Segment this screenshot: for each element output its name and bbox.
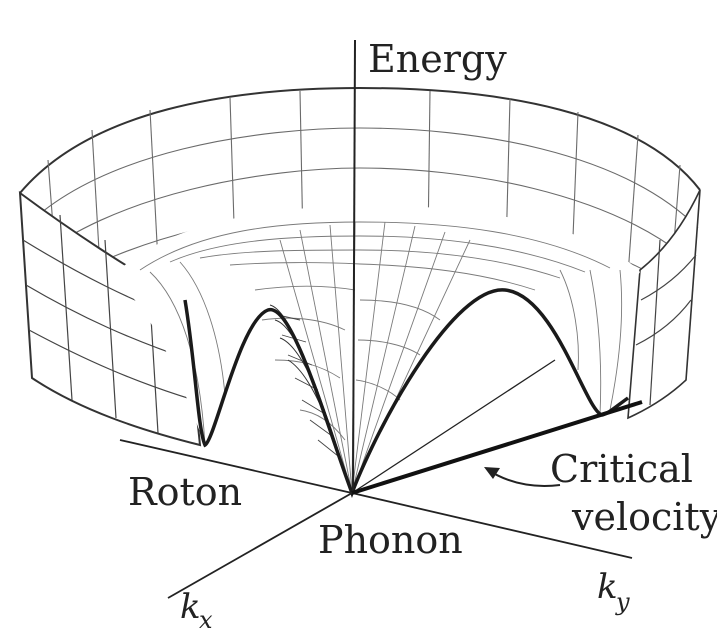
rear-axis-extension — [119, 439, 353, 494]
kx-axis — [167, 492, 353, 599]
ky-label-base: k — [597, 567, 618, 607]
roton-label: Roton — [128, 470, 242, 514]
coordinate-axes — [119, 39, 633, 599]
inner-dome-surface — [110, 205, 640, 494]
kx-label: k x — [180, 587, 213, 634]
critical-velocity-line — [351, 400, 643, 495]
dispersion-curve — [183, 288, 630, 498]
ky-label-subscript: y — [615, 588, 630, 616]
kx-label-subscript: x — [199, 606, 213, 634]
energy-label: Energy — [368, 37, 507, 81]
ky-axis — [351, 492, 633, 559]
critical-velocity-label-line2: velocity — [571, 495, 717, 539]
kx-label-base: k — [180, 587, 201, 627]
critical-velocity-label-line1: Critical — [550, 447, 693, 491]
ky-label: k y — [597, 567, 630, 616]
inner-diagonal-line — [351, 359, 556, 494]
curved-arrow-icon — [484, 467, 561, 487]
phonon-label: Phonon — [318, 518, 463, 562]
energy-axis — [352, 39, 356, 494]
front-right-wall-panel — [627, 189, 701, 420]
bowl-back-rim — [19, 86, 701, 194]
